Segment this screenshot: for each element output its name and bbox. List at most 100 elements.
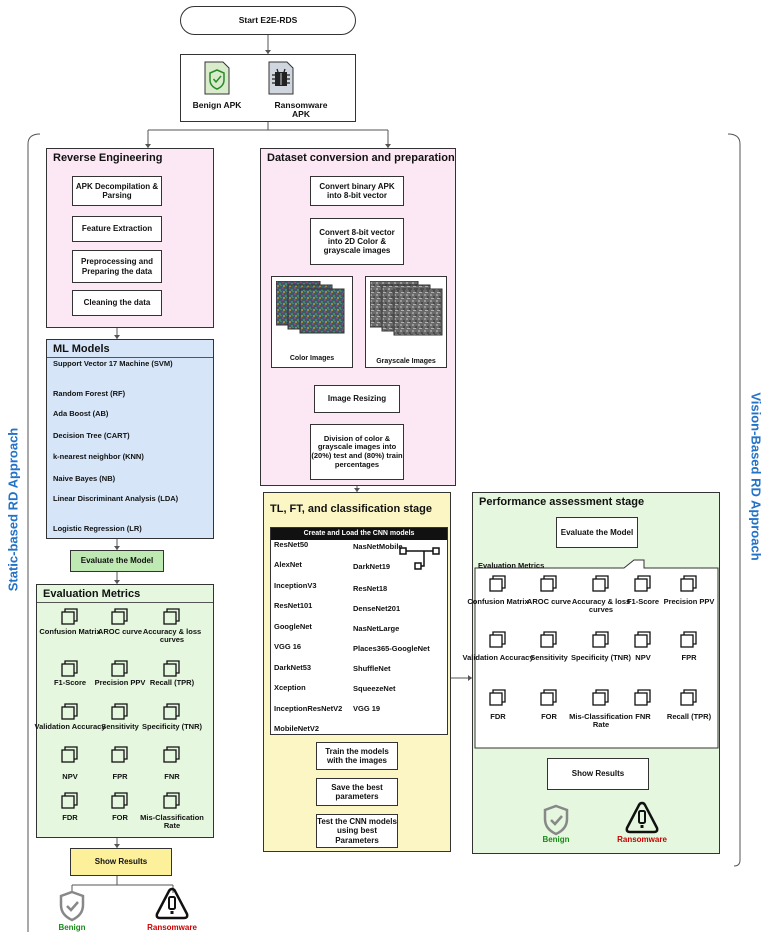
ml-models-title: ML Models	[53, 343, 110, 355]
performance-ransomware-warning-icon	[625, 801, 659, 834]
ml-model-item: k-nearest neighbor (KNN)	[53, 452, 144, 461]
metric-label: AROC curve	[97, 627, 143, 636]
ml-model-item: Random Forest (RF)	[53, 389, 126, 398]
performance-ransomware-label: Ransomware	[617, 835, 667, 844]
metric-icon	[680, 689, 697, 706]
benign-apk-icon	[204, 61, 230, 95]
metric-label: FNR	[164, 772, 180, 781]
cnn-model-item: Xception	[274, 683, 306, 692]
metric-label: FNR	[635, 712, 651, 721]
performance-metrics-title: Evaluation Metrics	[478, 561, 545, 570]
metric-label: Validation Accuracy	[462, 653, 534, 662]
input-apks-box: Benign APK Ransomware APK	[180, 54, 356, 122]
metric-label: F1-Score	[53, 678, 87, 687]
cnn-model-item: MobileNetV2	[274, 724, 320, 733]
metric-icon	[540, 689, 557, 706]
ml-model-item: Logistic Regression (LR)	[53, 524, 142, 533]
static-metrics-title: Evaluation Metrics	[43, 588, 141, 600]
re-step-1: APK Decompilation & Parsing	[72, 176, 162, 206]
metric-label: Sensitivity	[530, 653, 568, 662]
metric-label: F1-Score	[626, 597, 660, 606]
network-diagram-icon	[399, 547, 440, 570]
division-step: Division of color & grayscale images int…	[310, 424, 404, 480]
cnn-model-item: ShuffleNet	[353, 664, 391, 673]
color-images-box: Color Images	[271, 276, 353, 368]
static-metrics-divider	[37, 602, 213, 603]
train-models-step: Train the models with the images	[316, 742, 398, 770]
ml-model-item: Linear Discriminant Analysis (LDA)	[53, 494, 179, 503]
metric-label: NPV	[62, 772, 78, 781]
metric-icon	[634, 631, 651, 648]
ml-model-item: Naive Bayes (NB)	[53, 474, 116, 483]
metric-icon	[163, 792, 180, 809]
metric-label: Precision PPV	[663, 597, 715, 606]
metric-label: FDR	[490, 712, 506, 721]
convert-vector-step: Convert 8-bit vector into 2D Color & gra…	[310, 218, 404, 265]
metric-icon	[61, 703, 78, 720]
cnn-model-item: GoogleNet	[274, 622, 312, 631]
metric-label: NPV	[635, 653, 651, 662]
cnn-model-item: InceptionResNetV2	[274, 704, 343, 713]
cnn-model-item: DarkNet19	[353, 562, 391, 571]
cnn-model-item: SqueezeNet	[353, 684, 396, 693]
performance-benign-label: Benign	[542, 835, 570, 844]
metric-label: FOR	[541, 712, 557, 721]
metric-icon	[111, 608, 128, 625]
ransomware-apk-icon	[268, 61, 294, 95]
metric-icon	[634, 689, 651, 706]
metric-label: FDR	[62, 813, 78, 822]
metric-icon	[680, 631, 697, 648]
performance-benign-shield-icon	[543, 804, 569, 836]
metric-icon	[61, 608, 78, 625]
cnn-model-item: VGG 19	[353, 704, 381, 713]
metric-icon	[634, 575, 651, 592]
metric-icon	[111, 703, 128, 720]
dataset-title: Dataset conversion and preparation	[267, 152, 455, 164]
color-images-stack	[276, 281, 345, 334]
metric-icon	[489, 689, 506, 706]
color-images-label: Color Images	[289, 355, 335, 362]
metric-label: Precision PPV	[94, 678, 146, 687]
metric-icon	[163, 746, 180, 763]
ml-models-divider	[47, 357, 213, 358]
performance-show-results: Show Results	[547, 758, 649, 790]
reverse-engineering-title: Reverse Engineering	[53, 152, 163, 164]
metric-icon	[61, 746, 78, 763]
static-ransomware-warning-icon	[155, 887, 189, 920]
re-step-3: Preprocessing and Preparing the data	[72, 250, 162, 283]
performance-title: Performance assessment stage	[479, 496, 645, 508]
cnn-model-item: NasNetMobile	[353, 542, 403, 551]
metric-icon	[61, 660, 78, 677]
metric-label: AROC curve	[526, 597, 572, 606]
cnn-model-item: VGG 16	[274, 642, 302, 651]
image-resizing-step: Image Resizing	[314, 385, 400, 413]
evaluate-the-model-box: Evaluate the Model	[556, 517, 638, 548]
cnn-model-item: ResNet50	[274, 540, 309, 549]
metric-label: FPR	[681, 653, 697, 662]
static-benign-label: Benign	[58, 923, 86, 932]
metric-icon	[111, 792, 128, 809]
vision-approach-label: Vision-Based RD Approach	[748, 392, 764, 561]
metric-label: Sensitivity	[101, 722, 139, 731]
re-step-2: Feature Extraction	[72, 216, 162, 242]
metric-label: Recall (TPR)	[666, 712, 712, 721]
metric-icon	[540, 575, 557, 592]
ml-models-section: ML Models Support Vector 17 Machine (SVM…	[46, 339, 214, 539]
cnn-models-header: Create and Load the CNN models	[271, 528, 447, 540]
cnn-model-item: ResNet18	[353, 584, 388, 593]
save-params-step: Save the best parameters	[316, 778, 398, 806]
metric-label: Mis-Classification Rate	[569, 712, 633, 730]
convert-apk-step: Convert binary APK into 8-bit vector	[310, 176, 404, 206]
metric-label: Mis-Classification Rate	[140, 813, 204, 831]
cnn-model-item: DenseNet201	[353, 604, 401, 613]
metric-icon	[592, 575, 609, 592]
start-node: Start E2E-RDS	[180, 6, 356, 35]
test-models-step: Test the CNN models using best Parameter…	[316, 814, 398, 848]
tl-stage-title: TL, FT, and classification stage	[270, 503, 432, 515]
metric-label: FPR	[112, 772, 128, 781]
cnn-model-item: Places365-GoogleNet	[353, 644, 430, 653]
metric-label: FOR	[112, 813, 128, 822]
grayscale-images-stack	[370, 281, 443, 336]
ml-model-item: Decision Tree (CART)	[53, 431, 130, 440]
metric-label: Accuracy & loss curves	[571, 597, 631, 615]
